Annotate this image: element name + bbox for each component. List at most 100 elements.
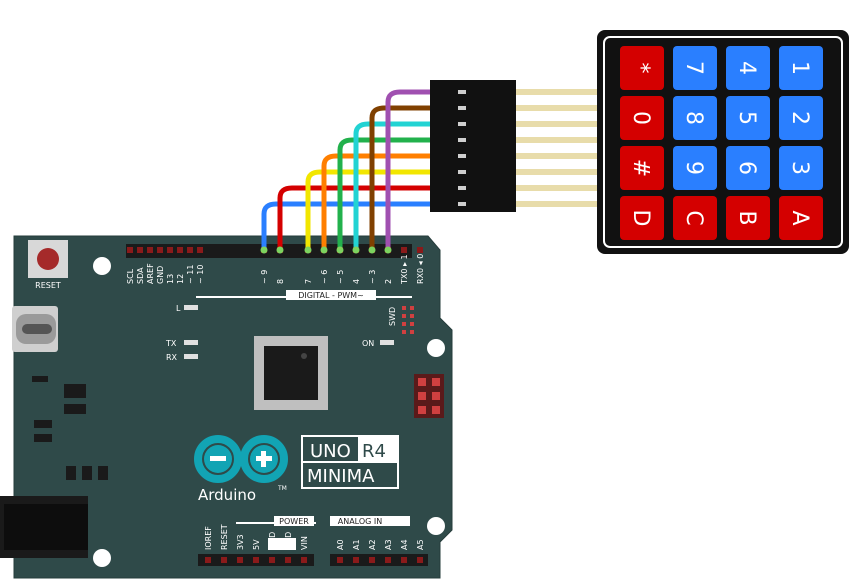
wire-end — [276, 246, 284, 254]
pin-label: 3V3 — [236, 534, 245, 550]
trademark: TM — [277, 485, 287, 492]
arduino-logo — [194, 435, 288, 483]
pin-label: A5 — [416, 539, 425, 550]
key-label: 2 — [787, 111, 812, 125]
pin-label: A3 — [384, 539, 393, 550]
key-A[interactable] — [779, 196, 823, 240]
key-0[interactable] — [620, 96, 664, 140]
analog-label-bg — [330, 516, 410, 526]
key-label: D — [628, 210, 653, 227]
key-label: 5 — [734, 111, 759, 125]
mount-hole — [93, 549, 111, 567]
pin-label: 5V — [252, 539, 261, 550]
analog-pin — [353, 557, 359, 563]
header-pin — [167, 247, 173, 253]
key-1[interactable] — [779, 46, 823, 90]
power-label-bg — [274, 516, 314, 526]
pin-label: A2 — [368, 539, 377, 550]
connector-slot — [458, 106, 466, 110]
pin-label: TX0 ▸ 1 — [400, 254, 409, 285]
connector-slot — [458, 138, 466, 142]
model-box — [301, 435, 399, 489]
power-pin — [205, 557, 211, 563]
led-l-label: L — [176, 304, 181, 313]
key-hash[interactable] — [620, 146, 664, 190]
key-D[interactable] — [620, 196, 664, 240]
header-pin — [157, 247, 163, 253]
power-pin — [285, 557, 291, 563]
model-uno: UNO — [310, 441, 351, 462]
header-pin — [177, 247, 183, 253]
reset-button[interactable] — [28, 240, 68, 278]
key-B[interactable] — [726, 196, 770, 240]
header-pin — [417, 247, 423, 253]
mount-hole — [427, 517, 445, 535]
led-tx-label: TX — [165, 339, 177, 348]
reset-label: RESET — [35, 281, 61, 290]
key-label: 0 — [628, 111, 653, 125]
usb-c-port — [12, 306, 58, 352]
key-3[interactable] — [779, 146, 823, 190]
key-8[interactable] — [673, 96, 717, 140]
key-C[interactable] — [673, 196, 717, 240]
analog-pin — [337, 557, 343, 563]
pin-label: A1 — [352, 539, 361, 550]
pin-label: GND — [268, 532, 277, 550]
key-2[interactable] — [779, 96, 823, 140]
key-4[interactable] — [726, 46, 770, 90]
key-7[interactable] — [673, 46, 717, 90]
pin-label: VIN — [300, 536, 309, 550]
key-star[interactable] — [620, 46, 664, 90]
smd-components — [32, 376, 108, 480]
wire-end — [320, 246, 328, 254]
key-label: 7 — [681, 61, 706, 75]
wire-end — [352, 246, 360, 254]
connector-slot — [458, 186, 466, 190]
ribbon-strand — [516, 89, 598, 95]
key-6[interactable] — [726, 146, 770, 190]
pin-label: RX0 ◂ 0 — [416, 254, 425, 284]
analog-label: ANALOG IN — [338, 517, 383, 526]
wire-pin-6 — [321, 153, 439, 253]
connector-slot — [458, 154, 466, 158]
led-tx — [184, 340, 198, 345]
wire-pin-4 — [353, 121, 439, 253]
pin-label: ~ 10 — [196, 265, 205, 284]
pin-label: ~ 9 — [260, 270, 269, 284]
led-on — [380, 340, 394, 345]
key-label: A — [787, 210, 812, 225]
connector-slot — [458, 170, 466, 174]
pin-label: AREF — [146, 263, 155, 284]
key-label: 8 — [681, 111, 706, 125]
dc-power-jack — [0, 496, 88, 558]
header-pin — [401, 247, 407, 253]
analog-header — [330, 554, 428, 566]
power-pin — [269, 557, 275, 563]
key-label: 3 — [787, 161, 812, 175]
wire-pin-9 — [261, 201, 439, 253]
key-5[interactable] — [726, 96, 770, 140]
brand-name: Arduino — [198, 486, 256, 504]
key-9[interactable] — [673, 146, 717, 190]
ribbon-strand — [516, 185, 598, 191]
key-label: 1 — [787, 61, 812, 75]
pin-label: RESET — [220, 524, 229, 550]
pin-label: 7 — [304, 279, 313, 284]
swd-label: SWD — [388, 307, 397, 326]
model-minima: MINIMA — [307, 466, 375, 487]
pin-label: GND — [156, 266, 165, 284]
analog-pin — [385, 557, 391, 563]
pin-label: GND — [284, 532, 293, 550]
ribbon-strand — [516, 121, 598, 127]
digital-label: DIGITAL - PWM~ — [298, 291, 364, 300]
wire-pin-7 — [305, 169, 439, 253]
led-on-label: ON — [362, 339, 374, 348]
key-label: 4 — [734, 61, 759, 75]
pin-label: SDA — [136, 267, 145, 284]
ribbon-strand — [516, 201, 598, 207]
icsp-header — [414, 374, 444, 418]
wire-pin-3 — [369, 105, 439, 253]
pin-label: A4 — [400, 539, 409, 550]
wire-pin-5 — [337, 137, 439, 253]
